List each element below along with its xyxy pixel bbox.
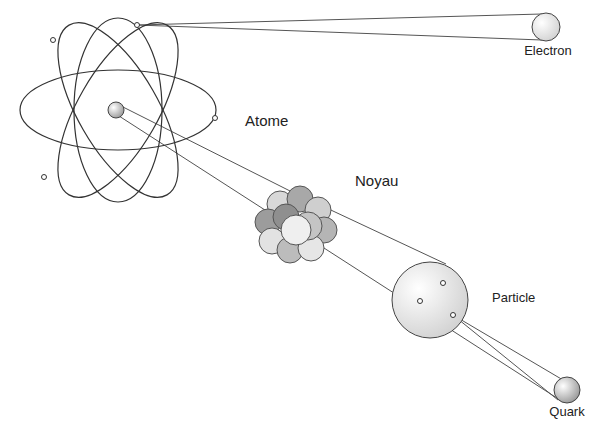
- electron-dot: [51, 38, 56, 43]
- electron-dot: [42, 175, 47, 180]
- part-label: Noyau: [355, 172, 398, 189]
- atom-nucleus: [108, 102, 124, 118]
- orbit: [74, 18, 162, 202]
- quark-sphere: [554, 377, 580, 403]
- orbit: [20, 70, 216, 150]
- zoom-line: [453, 315, 563, 380]
- electron-dot: [135, 23, 140, 28]
- orbit-electrons: [42, 23, 218, 180]
- zoom-line: [318, 204, 446, 264]
- zoom-line: [453, 315, 558, 400]
- zoom-line: [119, 116, 560, 400]
- zoom-line: [137, 25, 542, 40]
- part-label: Particle: [492, 291, 535, 306]
- zoom-line: [121, 106, 300, 196]
- part-label: Electron: [524, 44, 572, 59]
- quark-dot: [441, 281, 446, 286]
- part-label: Atome: [245, 112, 288, 129]
- orbits: [20, 5, 216, 215]
- electron-sphere: [532, 13, 560, 41]
- electron-dot: [213, 116, 218, 121]
- nucleus-cluster: [255, 186, 337, 263]
- particle-quarks: [418, 281, 456, 318]
- nucleon: [281, 215, 311, 245]
- quark-dot: [418, 299, 423, 304]
- orbit: [34, 5, 201, 215]
- orbit: [34, 5, 201, 215]
- particle-sphere: [392, 262, 468, 338]
- quark-dot: [451, 313, 456, 318]
- part-label: Quark: [549, 405, 584, 420]
- zoom-line: [137, 14, 542, 25]
- zoom-lines: [119, 14, 563, 400]
